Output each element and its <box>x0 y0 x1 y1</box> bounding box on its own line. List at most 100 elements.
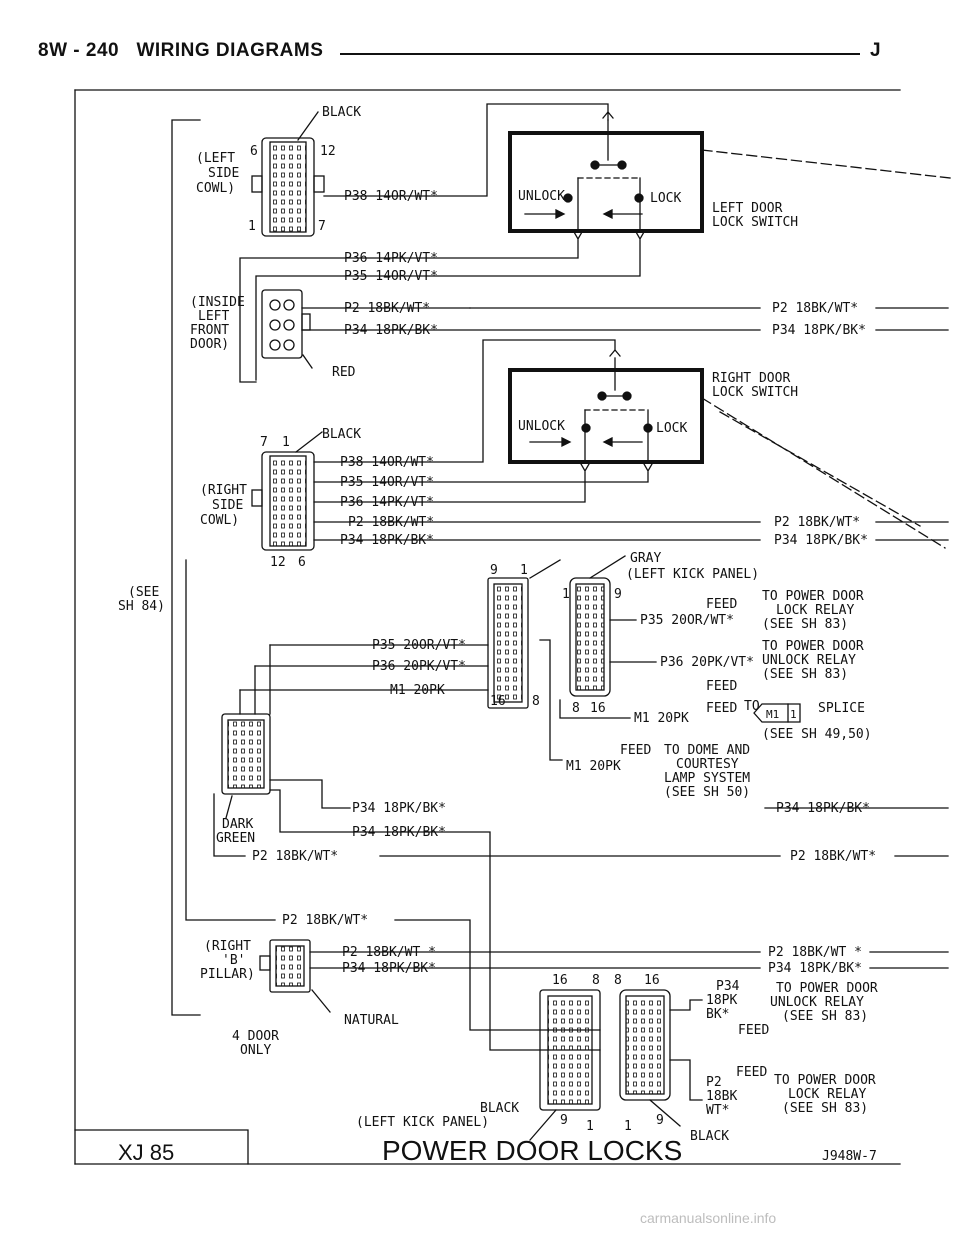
label-p35-a: P35 14OR/VT* <box>344 269 438 284</box>
label-p2-d: P2 18BK/WT* <box>282 913 368 928</box>
label-feed-6: FEED <box>736 1065 767 1080</box>
label-feed-3: FEED <box>706 701 737 716</box>
label-pin-1-d: 1 <box>562 587 570 602</box>
label-black-2: BLACK <box>322 427 361 442</box>
label-red: RED <box>332 365 356 380</box>
label-pin-16-f: 16 <box>644 973 660 988</box>
label-p2-e-right: P2 18BK/WT * <box>768 945 862 960</box>
label-p2-c: P2 18BK/WT* <box>252 849 338 864</box>
label-pin-16-e: 16 <box>552 973 568 988</box>
label-p35-b: P35 14OR/VT* <box>340 475 434 490</box>
label-to-power-door-lock-relay-2: TO POWER DOOR LOCK RELAY (SEE SH 83) <box>774 1073 884 1116</box>
wire-p36-b <box>313 471 586 503</box>
label-pin-8-d: 8 <box>572 701 580 716</box>
footer-figure-id: J948W-7 <box>822 1149 877 1164</box>
page-header: 8W - 240 WIRING DIAGRAMS <box>38 40 323 62</box>
kick-panel-connector-upper-a <box>487 559 561 709</box>
label-p36-b: P36 14PK/VT* <box>340 495 434 510</box>
wire-p35-b <box>313 471 649 483</box>
label-pin-12-a: 12 <box>320 144 336 159</box>
label-p38-b: P38 14OR/WT* <box>340 455 434 470</box>
wire-p2-f <box>669 1059 703 1101</box>
page-number: 8W - 240 <box>38 40 120 61</box>
section-title: WIRING DIAGRAMS <box>136 40 324 61</box>
label-left-switch-lock: LOCK <box>650 191 681 206</box>
label-splice-word: SPLICE <box>818 701 865 716</box>
label-right-door-lock-switch: RIGHT DOOR LOCK SWITCH <box>712 371 798 400</box>
model-box <box>74 1129 249 1165</box>
wire-p2-d <box>185 559 276 921</box>
kick-panel-connector-upper-b <box>569 555 626 697</box>
right-switch-dashed-link-2 <box>719 411 921 527</box>
label-pin-1-c: 1 <box>520 563 528 578</box>
right-door-lock-switch <box>508 348 704 473</box>
label-pin-16-c: 16 <box>490 694 506 709</box>
label-right-switch-unlock: UNLOCK <box>518 419 565 434</box>
label-p35-c: P35 20OR/WT* <box>640 613 734 628</box>
left-switch-dashed-link <box>701 149 951 179</box>
label-splice-num: 1 <box>790 708 797 721</box>
label-pin-8-f: 8 <box>614 973 622 988</box>
label-feed-2: FEED <box>706 679 737 694</box>
label-pin-9-f: 9 <box>656 1113 664 1128</box>
label-inside-front-door: (INSIDE LEFT FRONT DOOR) <box>190 295 253 352</box>
label-see-sh4950: (SEE SH 49,50) <box>762 727 872 742</box>
right-switch-dashed-link <box>701 397 946 549</box>
label-black-4: BLACK <box>690 1129 729 1144</box>
label-p36-c: P36 20PK/VT* <box>660 655 754 670</box>
label-p34-a: P34 18PK/BK* <box>344 323 438 338</box>
label-p34-b-right: P34 18PK/BK* <box>774 533 868 548</box>
right-side-cowl-connector <box>251 431 323 551</box>
label-pin-6-b: 6 <box>298 555 306 570</box>
wire-p38-b <box>313 339 616 463</box>
label-p34-c: P34 18PK/BK* <box>352 801 446 816</box>
label-p34-e-right: P34 18PK/BK* <box>768 961 862 976</box>
label-pin-1-e: 1 <box>586 1119 594 1134</box>
label-left-kick-panel-top: (LEFT KICK PANEL) <box>626 567 759 582</box>
label-p34-c-right: P34 18PK/BK* <box>776 801 870 816</box>
label-four-door-only: 4 DOOR ONLY <box>232 1029 287 1058</box>
header-letter: J <box>870 40 881 61</box>
label-pin-6-a: 6 <box>250 144 258 159</box>
label-p2-b: P2 18BK/WT* <box>348 515 434 530</box>
label-p34-a-right: P34 18PK/BK* <box>772 323 866 338</box>
label-p2-a: P2 18BK/WT* <box>344 301 430 316</box>
label-pin-9-c: 9 <box>490 563 498 578</box>
label-pin-12-b: 12 <box>270 555 286 570</box>
wire-p34-f <box>669 999 703 1011</box>
label-left-kick-panel-bottom: (LEFT KICK PANEL) <box>356 1115 489 1130</box>
label-feed-4: FEED <box>620 743 651 758</box>
label-right-b-pillar: (RIGHT 'B' PILLAR) <box>200 939 259 982</box>
footer-model-code: XJ 85 <box>118 1140 174 1165</box>
label-to-power-door-lock-relay-1: TO POWER DOOR LOCK RELAY (SEE SH 83) <box>762 589 872 632</box>
label-pin-7-b: 7 <box>260 435 268 450</box>
label-feed-1: FEED <box>706 597 737 612</box>
label-m1-c: M1 20PK <box>566 759 621 774</box>
label-to-dome: TO DOME AND COURTESY LAMP SYSTEM (SEE SH… <box>664 743 758 800</box>
label-p36-d: P36 20PK/VT* <box>372 659 466 674</box>
wire-p36-a <box>239 239 579 383</box>
label-m1-a: M1 20PK <box>390 683 445 698</box>
label-black-1: BLACK <box>322 105 361 120</box>
label-left-side-cowl: (LEFT SIDE COWL) <box>196 151 247 196</box>
label-left-switch-unlock: UNLOCK <box>518 189 565 204</box>
label-pin-16-d: 16 <box>590 701 606 716</box>
label-pin-8-e: 8 <box>592 973 600 988</box>
label-p34-b: P34 18PK/BK* <box>340 533 434 548</box>
label-p34-e: P34 18PK/BK* <box>342 961 436 976</box>
label-dark-green: DARK GREEN <box>216 817 261 846</box>
dark-green-connector <box>221 713 271 819</box>
label-to-power-door-unlock-relay-2: TO POWER DOOR UNLOCK RELAY (SEE SH 83) <box>770 981 886 1024</box>
label-pin-1-a: 1 <box>248 219 256 234</box>
label-p34-d: P34 18PK/BK* <box>352 825 446 840</box>
label-p38-a: P38 14OR/WT* <box>344 189 438 204</box>
wire-m1-a <box>559 699 631 719</box>
label-black-3: BLACK <box>480 1101 519 1116</box>
left-side-cowl-connector <box>251 111 325 237</box>
label-p2-e: P2 18BK/WT * <box>342 945 436 960</box>
label-p2-b-right: P2 18BK/WT* <box>774 515 860 530</box>
header-rule <box>340 53 860 55</box>
wire-m1-c <box>539 639 563 761</box>
label-p2-c-right: P2 18BK/WT* <box>790 849 876 864</box>
label-p36-a: P36 14PK/VT* <box>344 251 438 266</box>
